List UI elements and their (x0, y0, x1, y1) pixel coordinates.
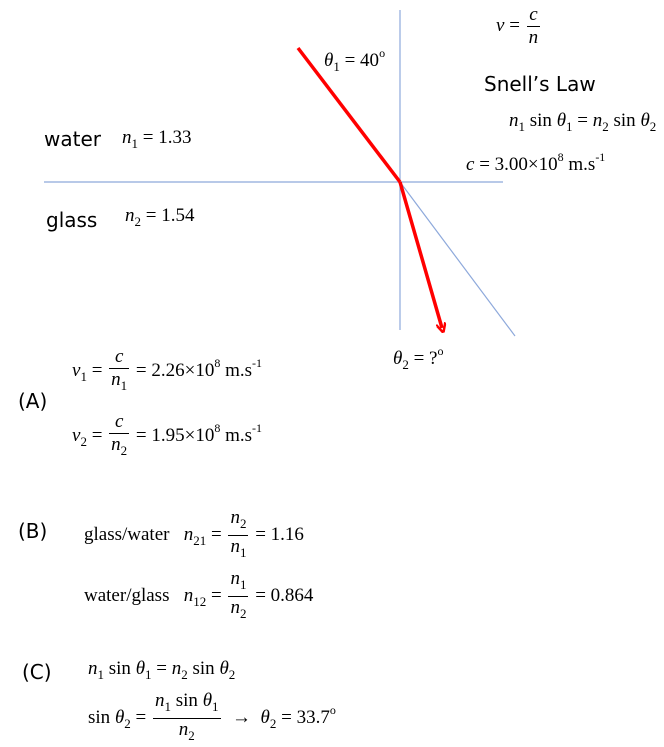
snells-law-equation: n1 sin θ1 = n2 sin θ2 (509, 110, 657, 134)
medium2-name: glass (46, 208, 98, 232)
incident-ray (296, 46, 402, 184)
part-a-label: (A) (18, 389, 48, 413)
part-b-label: (B) (18, 519, 48, 543)
snells-law-restated: n1 sin θ1 = n2 sin θ2 (88, 658, 236, 682)
medium1-name: water (44, 127, 101, 151)
refracted-ray (398, 181, 442, 328)
speed-of-light: c = 3.00×108 m.s-1 (466, 150, 606, 175)
undeviated-extension-line (399, 181, 516, 337)
medium1-index: n1 = 1.33 (122, 127, 192, 151)
part-c-label: (C) (22, 660, 52, 684)
incident-angle-label: θ1 = 40o (324, 46, 386, 74)
snells-law-title: Snell’s Law (484, 72, 596, 96)
refracted-angle-label: θ2 = ?o (393, 344, 444, 372)
medium2-index: n2 = 1.54 (125, 205, 195, 229)
arrow-icon: → (232, 706, 252, 728)
